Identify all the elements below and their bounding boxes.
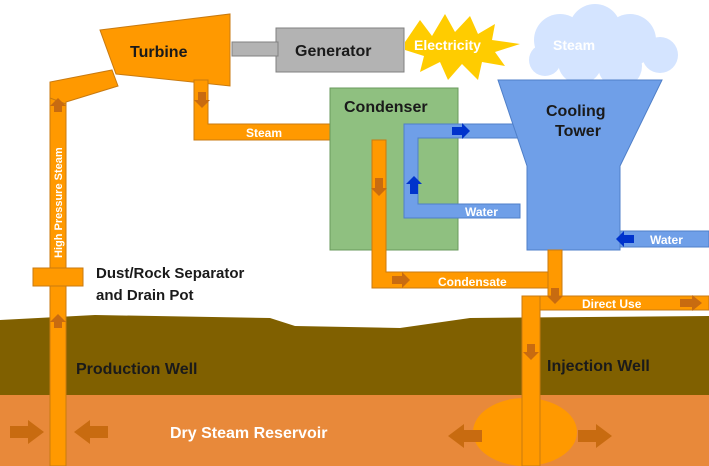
turbine-body (99, 13, 231, 87)
arrow-injection-down (523, 344, 539, 360)
generator-label: Generator (295, 43, 371, 60)
arrow-reservoir-left-3 (448, 424, 482, 448)
arrow-water-in-left (616, 231, 634, 247)
arrow-drain-down (547, 288, 563, 304)
condensate-label: Condensate (438, 275, 507, 289)
blue-arrows (406, 123, 634, 247)
steam-cloud (529, 4, 678, 88)
arrow-turbine-down (194, 92, 210, 108)
injection-well-pipe (521, 295, 541, 466)
electricity-label: Electricity (414, 37, 481, 53)
arrow-production-up-2 (50, 314, 66, 328)
shaft (231, 41, 279, 57)
arrow-direct-use-right (680, 295, 702, 311)
arrow-reservoir-left-1 (10, 420, 44, 444)
electricity-burst (405, 14, 520, 80)
production-well-label: Production Well (76, 361, 197, 378)
injection-well-label: Injection Well (547, 358, 650, 375)
cooling-tower-label-1: Cooling (546, 103, 606, 120)
arrow-condensate-right (392, 272, 410, 288)
separator-label-1: Dust/Rock Separator (96, 265, 245, 282)
condenser-box (329, 87, 459, 251)
arrow-reservoir-right (578, 424, 612, 448)
arrow-production-up-1 (50, 98, 66, 112)
turbine-label: Turbine (130, 44, 188, 61)
arrow-water-up (406, 176, 422, 194)
water-loop-label: Water (465, 205, 498, 219)
pipe-to-turbine (49, 69, 119, 105)
steam-pipe-label: Steam (246, 126, 282, 140)
arrow-water-right (452, 123, 470, 139)
separator-pot (32, 267, 84, 287)
water-inlet-label: Water (650, 233, 683, 247)
cooling-tower (497, 79, 663, 251)
cooling-tower-label-2: Tower (555, 123, 601, 140)
condenser-label: Condenser (344, 99, 428, 116)
direct-use-label: Direct Use (582, 297, 642, 311)
separator-label-2: and Drain Pot (96, 287, 194, 304)
steam-cloud-label: Steam (553, 37, 595, 53)
arrow-reservoir-left-2 (74, 420, 108, 444)
high-pressure-steam-label: High Pressure Steam (53, 147, 65, 258)
generator-box (275, 27, 405, 73)
reservoir-label: Dry Steam Reservoir (170, 425, 327, 442)
orange-arrows (10, 92, 702, 448)
arrow-condenser-down (371, 178, 387, 196)
